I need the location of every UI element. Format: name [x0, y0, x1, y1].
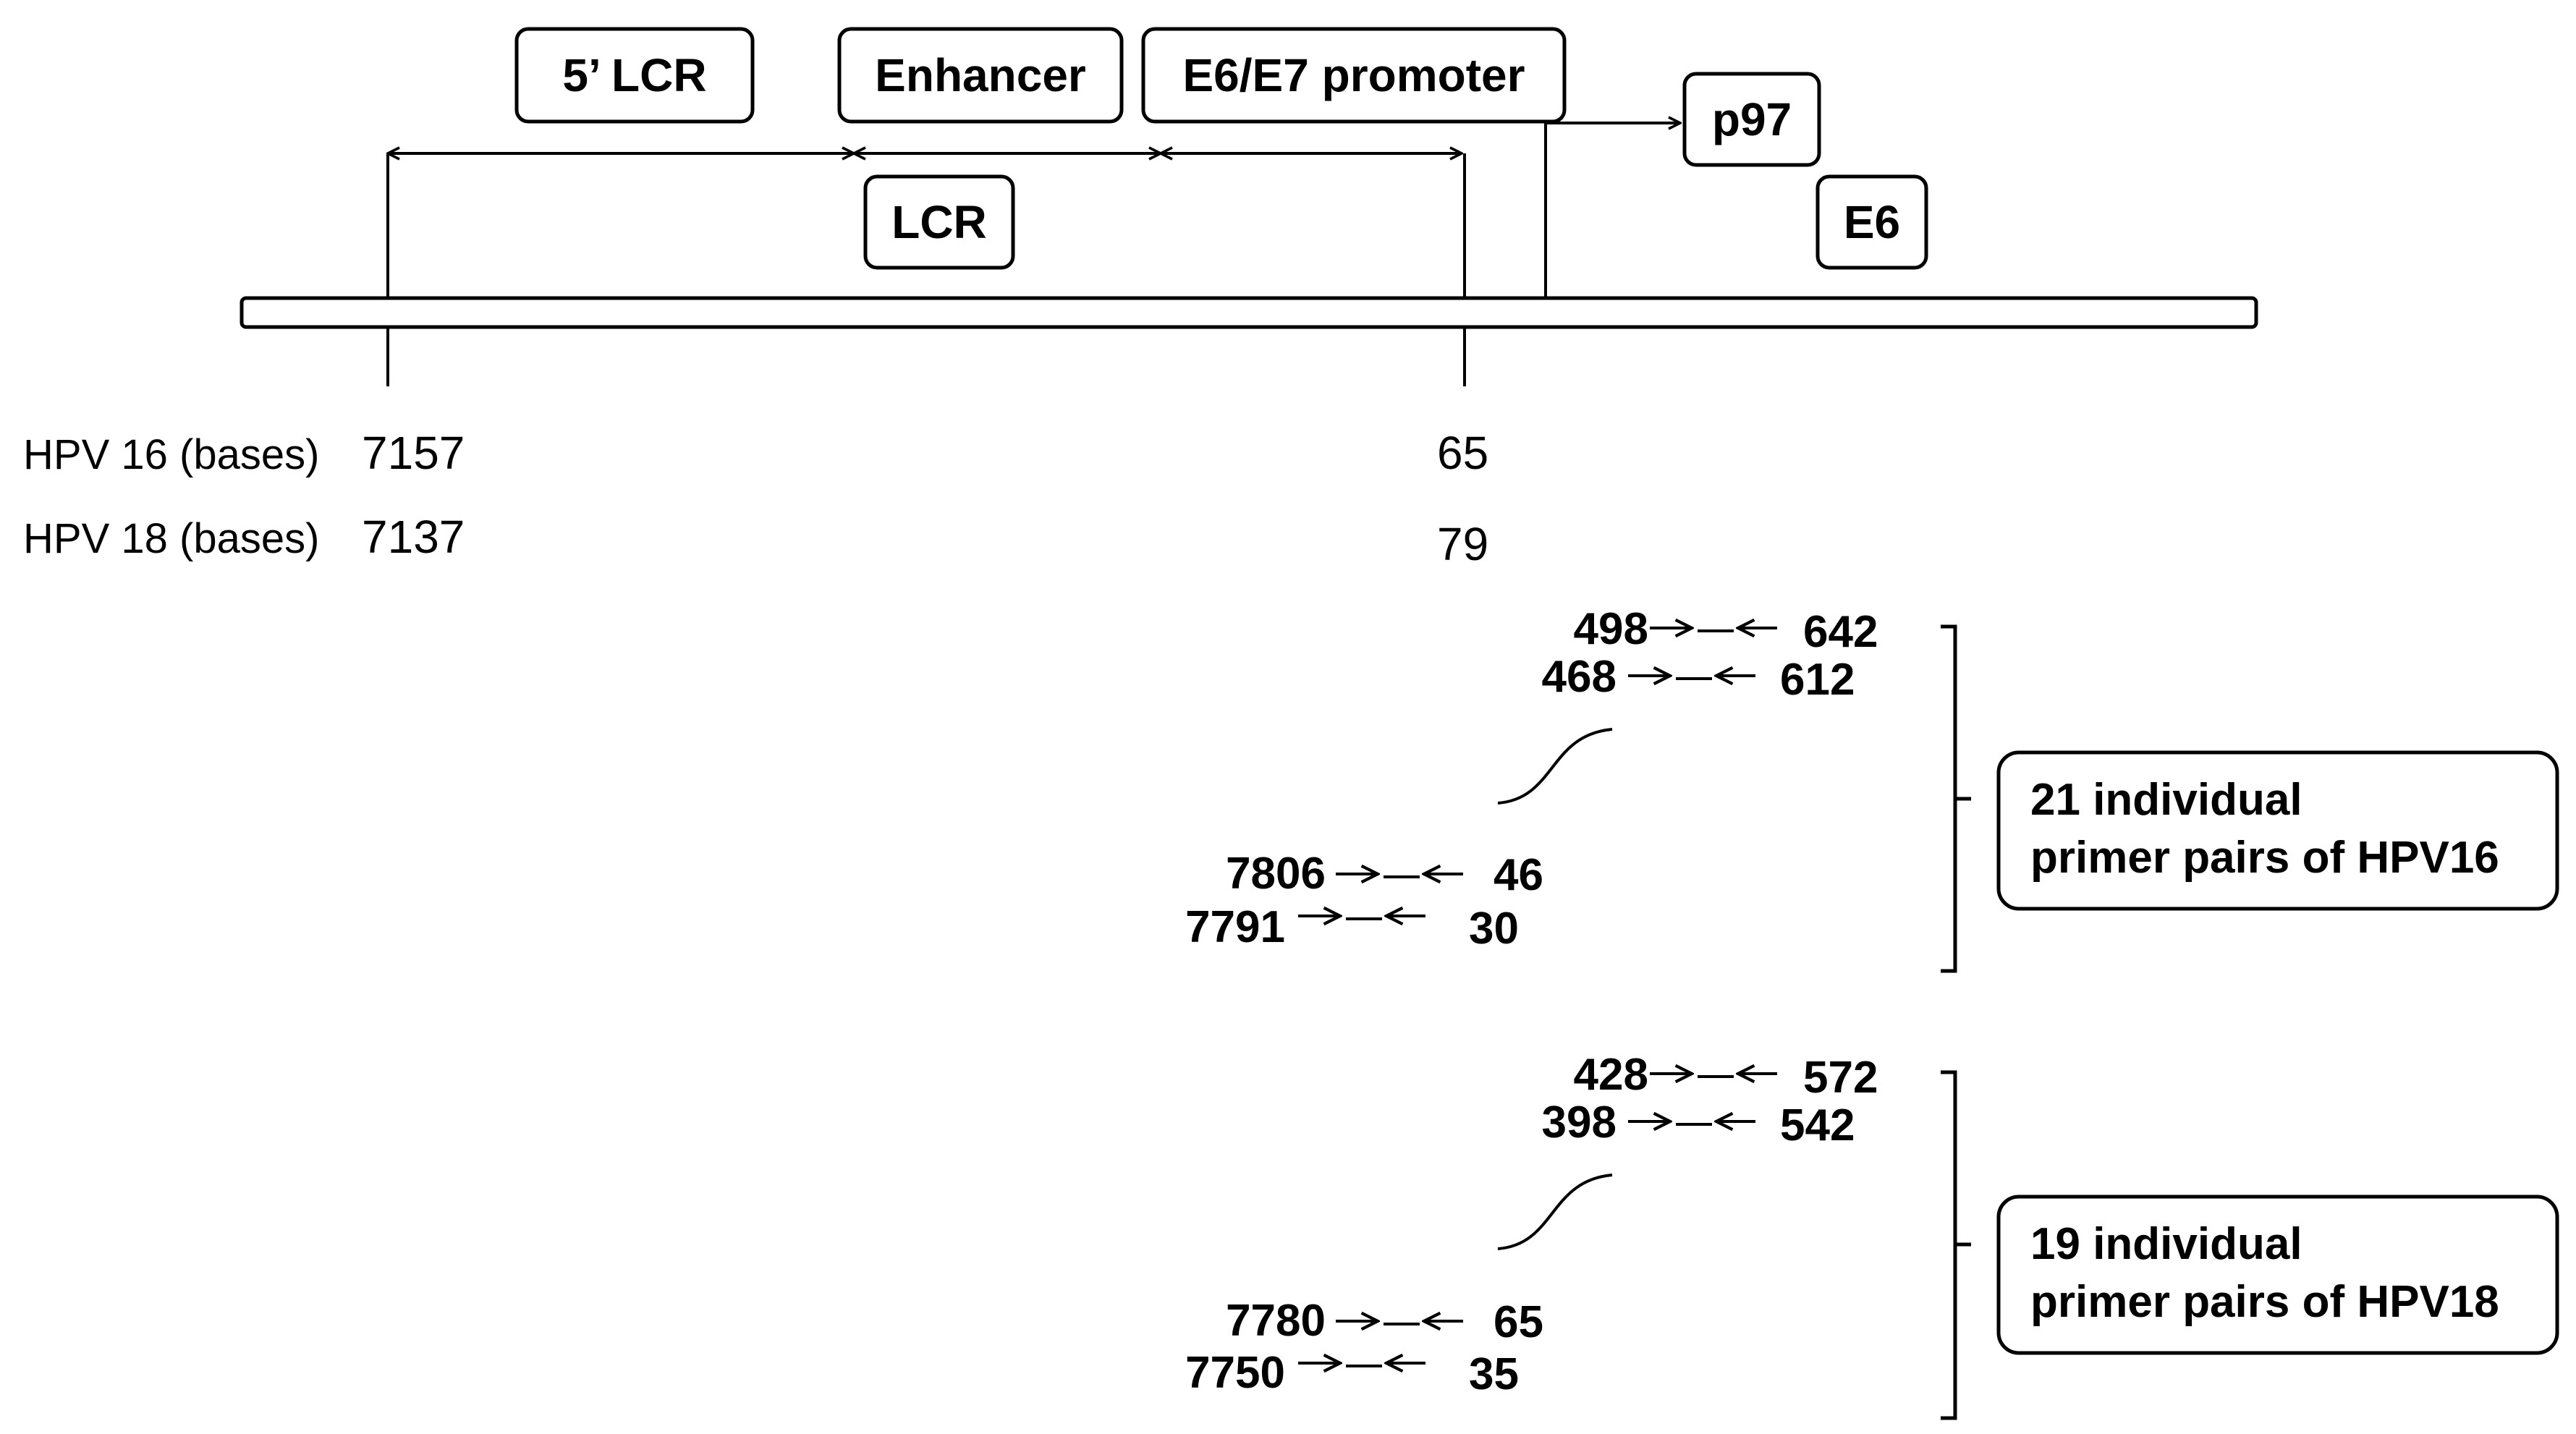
- primer-reverse-position: 65: [1494, 1297, 1543, 1347]
- primer-pair: 7791 30: [1185, 902, 1519, 954]
- primer-pair: 398 542: [1542, 1098, 1855, 1150]
- region-box-e6: E6: [1816, 174, 1928, 270]
- primer-reverse-position: 35: [1469, 1349, 1519, 1399]
- primer-pair: 7806 46: [1226, 849, 1543, 900]
- primer-forward-position: 398: [1542, 1098, 1617, 1147]
- omission-curve: [1497, 728, 1613, 805]
- primer-forward-position: 428: [1574, 1050, 1648, 1100]
- hpv18-start-coordinate: 7137: [362, 511, 465, 563]
- group-label-box: [1996, 750, 2559, 911]
- group-bracket: [1941, 624, 1971, 973]
- primer-forward-position: 7806: [1226, 849, 1326, 899]
- primer-group-hpv16: 498 642 468 612 7806 46 7791 30: [1185, 604, 2559, 973]
- primer-forward-position: 468: [1542, 652, 1617, 702]
- group-label-box: [1996, 1195, 2559, 1355]
- group-label-line2: primer pairs of HPV18: [2030, 1277, 2499, 1327]
- region-label-e6: E6: [1844, 196, 1900, 248]
- primer-pair: 7780 65: [1226, 1296, 1543, 1347]
- primer-reverse-position: 30: [1469, 904, 1519, 954]
- region-box-e6e7-promoter: E6/E7 promoter: [1141, 27, 1567, 124]
- region-label-5-lcr: 5’ LCR: [562, 49, 706, 101]
- hpv18-row-label: HPV 18 (bases): [23, 515, 319, 562]
- primer-forward-position: 7750: [1185, 1348, 1285, 1398]
- hpv16-row-label: HPV 16 (bases): [23, 431, 319, 478]
- hpv18-end-coordinate: 79: [1437, 518, 1488, 570]
- group-label-line2: primer pairs of HPV16: [2030, 833, 2499, 883]
- primer-reverse-position: 46: [1494, 850, 1543, 900]
- group-bracket: [1941, 1070, 1971, 1420]
- region-label-e6e7-promoter: E6/E7 promoter: [1182, 49, 1525, 101]
- primer-forward-position: 498: [1574, 604, 1648, 654]
- hpv16-end-coordinate: 65: [1437, 427, 1488, 479]
- region-box-5-lcr: 5’ LCR: [514, 27, 755, 124]
- primer-group-hpv18: 428 572 398 542 7780 65 7750 35: [1185, 1050, 2559, 1420]
- primer-pair: 428 572: [1574, 1050, 1878, 1103]
- region-label-p97: p97: [1712, 93, 1792, 145]
- primer-reverse-position: 572: [1803, 1053, 1878, 1103]
- group-label-line1: 19 individual: [2030, 1219, 2302, 1269]
- primer-pair: 7750 35: [1185, 1348, 1519, 1399]
- primer-reverse-position: 612: [1780, 655, 1855, 705]
- region-label-lcr: LCR: [891, 196, 987, 248]
- region-label-enhancer: Enhancer: [875, 49, 1086, 101]
- primer-reverse-position: 642: [1803, 607, 1878, 657]
- primer-forward-position: 7791: [1185, 902, 1285, 952]
- primer-pair: 468 612: [1542, 652, 1855, 705]
- primer-pair: 498 642: [1574, 604, 1878, 657]
- primer-reverse-position: 542: [1780, 1100, 1855, 1150]
- omission-curve: [1497, 1174, 1613, 1250]
- region-box-enhancer: Enhancer: [837, 27, 1124, 124]
- hpv16-start-coordinate: 7157: [362, 427, 465, 479]
- region-box-p97: p97: [1682, 72, 1821, 167]
- p97-transcription-arrow: [1544, 123, 1680, 298]
- genome-bar: [240, 296, 2258, 329]
- region-box-lcr: LCR: [863, 174, 1015, 270]
- primer-forward-position: 7780: [1226, 1296, 1326, 1346]
- group-label-line1: 21 individual: [2030, 775, 2302, 825]
